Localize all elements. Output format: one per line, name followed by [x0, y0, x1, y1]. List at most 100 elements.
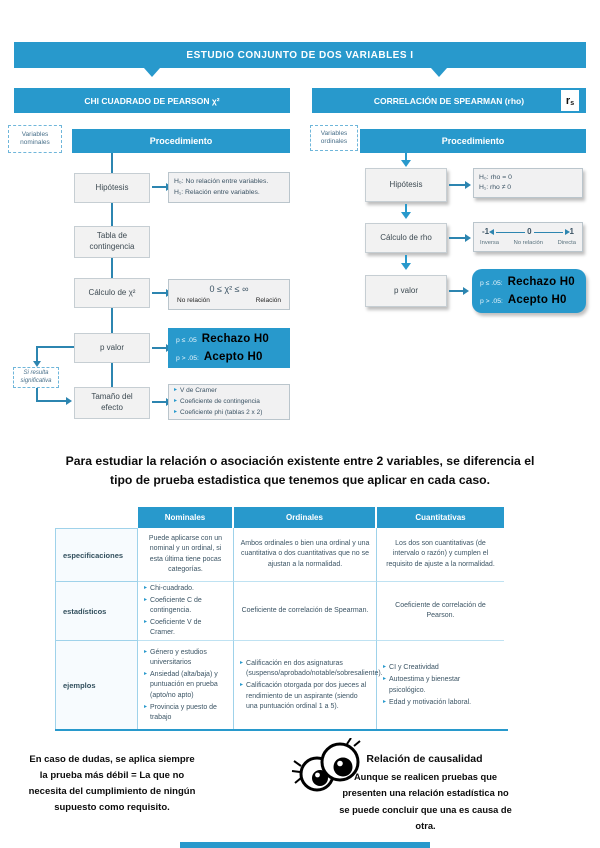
chi-procedure-header: Procedimiento [72, 129, 290, 153]
cell-item: Edad y motivación laboral. [389, 698, 472, 706]
spearman-decision-line2: p > .05: Acepto H0 [480, 294, 586, 306]
chi-tabla-box: Tabla de contingencia [74, 226, 150, 258]
list-item: ▸Coeficiente C de contingencia. [144, 596, 227, 616]
intro-paragraph: Para estudiar la relación o asociación e… [65, 454, 535, 487]
chi-efecto-item: Coeficiente phi (tablas 2 x 2) [180, 408, 263, 416]
spearman-variables-tag: Variables ordinales [310, 125, 358, 151]
spearman-scale-note: -1 0 1 Inversa No relación Directa [473, 222, 583, 252]
chi-dec1-cond: p ≤ .05 [176, 337, 197, 345]
connector-line [152, 347, 166, 349]
cell-item: CI y Creatividad [389, 664, 439, 672]
connector-line [36, 400, 66, 402]
list-item: ▸CI y Creatividad [383, 663, 498, 673]
chi-calculo-box: Cálculo de χ² [74, 278, 150, 308]
list-item: ▸Coeficiente de contingencia [174, 397, 284, 407]
list-item: ▸Calificación en dos asignaturas (suspen… [240, 659, 383, 679]
bullet-icon: ▸ [240, 660, 244, 667]
list-item: ▸Edad y motivación laboral. [383, 698, 498, 708]
connector-line [36, 346, 74, 348]
scale-max: 1 [569, 227, 574, 237]
scale-line [533, 231, 563, 233]
connector-line [449, 237, 465, 239]
arrow-down-icon [33, 361, 41, 367]
table-cell: ▸Chi-cuadrado. ▸Coeficiente C de conting… [138, 582, 234, 641]
chi-decision-box: p ≤ .05 Rechazo H0 p > .05: Acepto H0 [168, 328, 290, 368]
chi-rango-izq: No relación [177, 297, 210, 305]
arrow-left-icon [489, 229, 495, 236]
chi-efecto-box: Tamaño del efecto [74, 387, 150, 419]
rs-symbol-sub: s [570, 100, 575, 107]
bullet-icon: ▸ [144, 584, 148, 591]
scale-mid: 0 [527, 227, 532, 237]
scale-min: -1 [482, 227, 490, 237]
arrow-down-icon [401, 263, 411, 270]
chi-rango-note: 0 ≤ χ² ≤ ∞ No relación Relación [168, 279, 290, 310]
table-cell: ▸CI y Creatividad ▸Autoestima y bienesta… [377, 641, 504, 731]
table-cell: Coeficiente de correlación de Spearman. [234, 582, 377, 641]
bullet-icon: ▸ [383, 664, 387, 671]
bullet-icon: ▸ [144, 649, 148, 655]
connector-line [405, 255, 407, 263]
bullet-icon: ▸ [383, 676, 387, 683]
cell-item: Chi-cuadrado. [150, 584, 194, 592]
chi-variables-tag: Variables nominales [8, 125, 62, 153]
chi-decision-line1: p ≤ .05 Rechazo H0 [176, 333, 290, 345]
title-pointer-left [144, 68, 160, 77]
googly-eyes-icon [291, 738, 361, 792]
connector-line [111, 258, 113, 278]
chi-efecto-note: ▸V de Cramer ▸Coeficiente de contingenci… [168, 384, 290, 420]
cell-item: Autoestima y bienestar psicológico. [389, 676, 461, 694]
table-cell: Coeficiente de correlación de Pearson. [377, 582, 504, 641]
column-header-cuantitativas: Cuantitativas [377, 507, 504, 528]
connector-line [36, 388, 38, 402]
bullet-icon: ▸ [174, 398, 178, 405]
connector-line [449, 290, 463, 292]
arrow-down-icon [401, 160, 411, 167]
list-item: ▸Ansiedad (alta/baja) y puntuación en pr… [144, 670, 227, 700]
table-bottom-rule [55, 729, 508, 731]
bullet-icon: ▸ [174, 387, 178, 394]
scale-min-label: Inversa [480, 240, 500, 247]
chi-rango-der: Relación [255, 297, 281, 305]
table-cell: ▸Género y estudios universitarios ▸Ansie… [138, 641, 234, 731]
chi-efecto-item: V de Cramer [180, 387, 217, 395]
title-pointer-right [431, 68, 447, 77]
row-label-especificaciones: especificaciones [55, 528, 138, 582]
scale-line [496, 231, 526, 233]
chi-hipotesis-note: H₀: No relación entre variables. H₁: Rel… [168, 172, 290, 203]
chi-hipotesis-box: Hipótesis [74, 173, 150, 203]
connector-line [152, 292, 166, 294]
chi-h0-text: H₀: No relación entre variables. [174, 178, 269, 186]
chi-dec1-res: Rechazo H0 [201, 333, 269, 346]
chi-rango-labels: No relación Relación [177, 296, 281, 306]
list-item: ▸Coeficiente V de Cramer. [144, 618, 227, 638]
spearman-hipotesis-note: H₀: rho = 0 H₁: rho ≠ 0 [473, 168, 583, 198]
cell-item: Coeficiente V de Cramer. [150, 619, 202, 637]
spearman-scale-row: -1 0 1 [476, 226, 580, 238]
comparison-table: Nominales Ordinales Cuantitativas especi… [55, 507, 508, 731]
table-cell: Puede aplicarse con un nominal y un ordi… [138, 528, 234, 582]
table-cell: Ambos ordinales o bien una ordinal y una… [234, 528, 377, 582]
page-title: ESTUDIO CONJUNTO DE DOS VARIABLES I [14, 42, 586, 68]
spearman-h0-text: H₀: rho = 0 [479, 173, 512, 181]
cell-item: Ansiedad (alta/baja) y puntuación en pru… [150, 671, 218, 699]
rs-symbol-r: r [565, 94, 571, 107]
bullet-icon: ▸ [174, 408, 178, 415]
connector-line [405, 204, 407, 212]
arrow-right-icon [465, 234, 471, 242]
arrow-right-icon [465, 181, 471, 189]
cell-item: Provincia y puesto de trabajo [150, 703, 217, 721]
list-item: ▸Coeficiente phi (tablas 2 x 2) [174, 408, 284, 418]
arrow-right-icon [463, 287, 469, 295]
list-item: ▸Género y estudios universitarios [144, 648, 227, 668]
spearman-decision-box: p ≤ .05: Rechazo H0 p > .05: Acepto H0 [472, 269, 586, 313]
chi-significativa-tag: Si resulta significativa [13, 367, 59, 388]
table-cell: ▸Calificación en dos asignaturas (suspen… [234, 641, 383, 731]
connector-line [111, 308, 113, 333]
chi-efecto-item: Coeficiente de contingencia [180, 398, 260, 406]
chi-branch-header: CHI CUADRADO DE PEARSON χ² [14, 88, 290, 113]
spearman-scale-labels: Inversa No relación Directa [476, 239, 580, 248]
